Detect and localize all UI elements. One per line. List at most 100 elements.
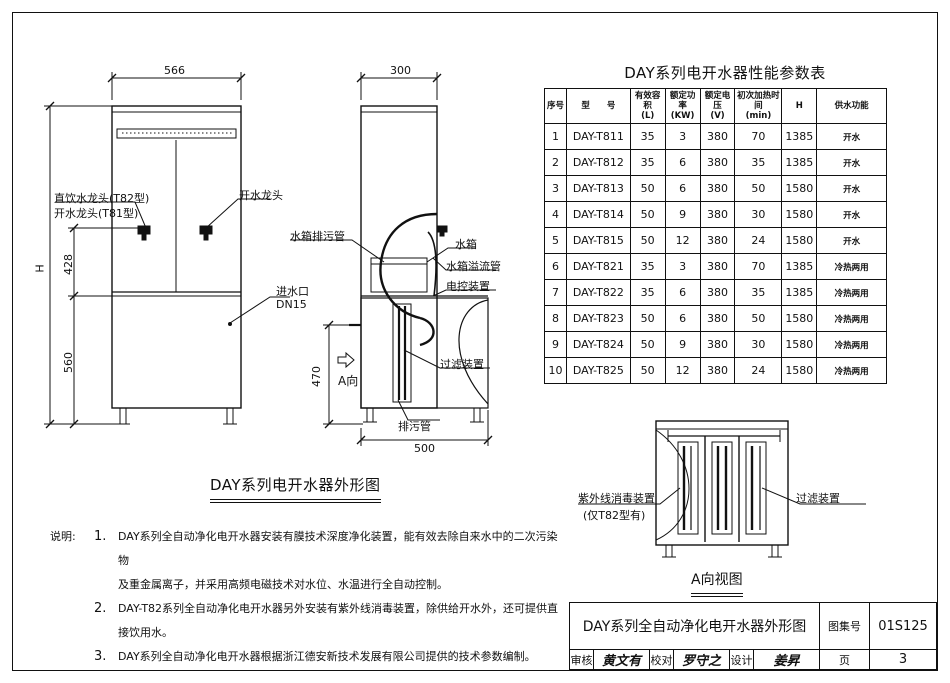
- cell-voltage: 380: [699, 331, 736, 358]
- label-drain-pipe: 排污管: [398, 420, 431, 433]
- title-block-review-label: 审核: [570, 650, 594, 670]
- header-h: H: [781, 88, 818, 124]
- cell-index: 2: [544, 149, 567, 176]
- label-boiling-tap: 开水龙头: [239, 189, 283, 202]
- cell-power: 6: [664, 175, 701, 202]
- cell-voltage: 380: [699, 201, 736, 228]
- cell-volume: 50: [629, 201, 666, 228]
- cell-h: 1580: [781, 331, 818, 358]
- cell-model: DAY-T812: [565, 149, 631, 176]
- side-height-dimension: 470: [310, 366, 323, 387]
- label-direct-drinking-tap: 直饮水龙头(T82型): [54, 192, 150, 205]
- cell-h: 1385: [781, 149, 818, 176]
- cell-index: 8: [544, 305, 567, 332]
- cell-model: DAY-T815: [565, 227, 631, 254]
- cell-voltage: 380: [699, 227, 736, 254]
- cell-heating-time: 35: [734, 279, 783, 306]
- cell-voltage: 380: [699, 305, 736, 332]
- side-top-dimension: 300: [390, 64, 411, 77]
- label-tank-overflow-pipe: 水箱溢流管: [446, 260, 501, 273]
- cell-voltage: 380: [699, 357, 736, 384]
- cell-heating-time: 70: [734, 123, 783, 150]
- cell-heating-time: 35: [734, 149, 783, 176]
- cell-model: DAY-T811: [565, 123, 631, 150]
- label-control-device: 电控装置: [446, 280, 490, 293]
- cell-index: 9: [544, 331, 567, 358]
- label-uv-device: 紫外线消毒装置: [578, 492, 655, 505]
- cell-voltage: 380: [699, 123, 736, 150]
- cell-power: 12: [664, 357, 701, 384]
- side-bottom-dimension: 500: [414, 442, 435, 455]
- front-view-drawing: [44, 72, 290, 429]
- cell-function: 开水: [816, 149, 887, 176]
- cell-model: DAY-T823: [565, 305, 631, 332]
- cell-volume: 35: [629, 149, 666, 176]
- front-upper-dimension: 428: [62, 254, 75, 275]
- title-block-check-signature: 罗守之: [674, 650, 730, 670]
- cell-power: 3: [664, 253, 701, 280]
- cell-h: 1385: [781, 279, 818, 306]
- header-index: 序号: [544, 88, 567, 124]
- cell-heating-time: 30: [734, 331, 783, 358]
- cell-power: 3: [664, 123, 701, 150]
- note-line: 接饮用水。: [118, 626, 173, 639]
- title-block-design-signature: 姜昇: [754, 650, 820, 670]
- cell-voltage: 380: [699, 175, 736, 202]
- label-water-tank: 水箱: [455, 238, 477, 251]
- cell-model: DAY-T822: [565, 279, 631, 306]
- spec-table: 序号 型 号 有效容积 (L) 额定功率 (KW) 额定电压 (V) 初次加热时…: [544, 88, 887, 384]
- cell-index: 3: [544, 175, 567, 202]
- note-item-2: 2. DAY-T82系列全自动净化电开水器另外安装有紫外线消毒装置，除供给开水外…: [80, 597, 560, 645]
- cell-function: 冷热两用: [816, 305, 887, 332]
- cell-volume: 35: [629, 123, 666, 150]
- front-lower-dimension: 560: [62, 352, 75, 373]
- title-block-atlas-label: 图集号: [820, 603, 870, 650]
- label-a-view-filter: 过滤装置: [796, 492, 840, 505]
- header-volume: 有效容积 (L): [629, 88, 666, 124]
- cell-function: 冷热两用: [816, 279, 887, 306]
- main-drawing-title: DAY系列电开水器外形图: [210, 476, 381, 503]
- cell-function: 冷热两用: [816, 253, 887, 280]
- cell-heating-time: 70: [734, 253, 783, 280]
- cell-volume: 50: [629, 357, 666, 384]
- cell-volume: 50: [629, 331, 666, 358]
- header-voltage: 额定电压 (V): [699, 88, 736, 124]
- side-view-drawing: [290, 72, 496, 446]
- note-line: DAY系列全自动净化电开水器根据浙江德安新技术发展有限公司提供的技术参数编制。: [118, 650, 536, 663]
- cell-model: DAY-T814: [565, 201, 631, 228]
- title-block-page-label: 页: [820, 650, 870, 670]
- label-filter-device: 过滤装置: [440, 358, 484, 371]
- cell-function: 开水: [816, 175, 887, 202]
- cell-voltage: 380: [699, 279, 736, 306]
- cell-index: 6: [544, 253, 567, 280]
- cell-model: DAY-T821: [565, 253, 631, 280]
- cell-index: 7: [544, 279, 567, 306]
- note-line: DAY系列全自动净化电开水器安装有膜技术深度净化装置，能有效去除自来水中的二次污…: [118, 530, 558, 567]
- notes-section: 说明: 1. DAY系列全自动净化电开水器安装有膜技术深度净化装置，能有效去除自…: [50, 525, 560, 669]
- title-block-review-signature: 黄文有: [594, 650, 650, 670]
- cell-h: 1580: [781, 357, 818, 384]
- drawing-frame: [12, 12, 938, 671]
- cell-function: 冷热两用: [816, 357, 887, 384]
- cell-volume: 50: [629, 175, 666, 202]
- cell-h: 1580: [781, 227, 818, 254]
- a-view-title: A向视图: [691, 569, 743, 597]
- cell-index: 4: [544, 201, 567, 228]
- cell-volume: 50: [629, 227, 666, 254]
- cell-heating-time: 30: [734, 201, 783, 228]
- cell-index: 1: [544, 123, 567, 150]
- label-water-inlet: 进水口: [276, 285, 309, 298]
- notes-label: 说明:: [50, 530, 76, 543]
- cell-heating-time: 50: [734, 175, 783, 202]
- cell-h: 1385: [781, 123, 818, 150]
- cell-power: 9: [664, 331, 701, 358]
- title-block-drawing-title: DAY系列全自动净化电开水器外形图: [570, 603, 820, 650]
- cell-function: 冷热两用: [816, 331, 887, 358]
